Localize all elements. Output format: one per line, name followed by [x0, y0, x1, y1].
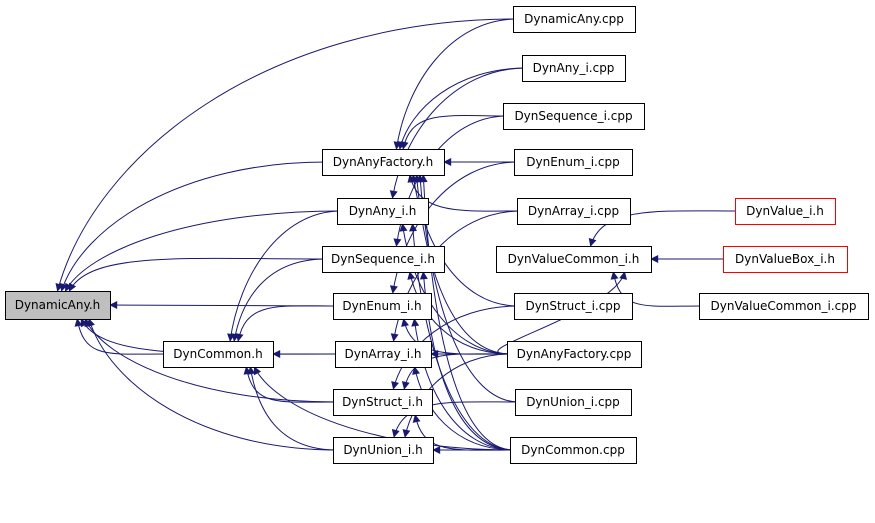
node-dvch[interactable]: DynValueCommon_i.h	[496, 246, 652, 273]
edge-dai-to-dah	[389, 67, 527, 199]
node-label: DynAny_i.h	[349, 204, 417, 218]
edge-dccpp-to-dch	[253, 366, 515, 451]
node-dsicpp[interactable]: DynSequence_i.cpp	[503, 103, 645, 130]
edge-dafcpp-to-dvch	[497, 271, 627, 355]
edge-dafcpp-to-duh	[402, 353, 512, 438]
node-daricpp[interactable]: DynArray_i.cpp	[517, 198, 631, 225]
edge-dsh-to-root	[68, 257, 327, 292]
node-box	[337, 198, 429, 225]
edge-dsth-to-dch	[243, 366, 338, 403]
node-label: DynEnum_i.cpp	[526, 155, 619, 169]
edge-dsth-to-root	[84, 318, 338, 403]
node-box	[514, 149, 633, 176]
node-label: DynUnion_i.cpp	[526, 395, 620, 409]
node-label: DynSequence_i.h	[331, 252, 435, 266]
node-box	[322, 149, 445, 176]
node-label: DynValueCommon_i.cpp	[711, 299, 857, 313]
node-duh[interactable]: DynUnion_i.h	[333, 437, 434, 464]
edge-dsicpp-to-daf	[400, 115, 508, 150]
node-label: DynValue_i.h	[746, 204, 824, 218]
edge-daf-to-root	[59, 161, 327, 292]
node-dvccpp[interactable]: DynValueCommon_i.cpp	[699, 293, 869, 320]
node-label: DynAny_i.cpp	[533, 61, 615, 75]
node-box	[510, 437, 637, 464]
edges-layer	[55, 18, 740, 454]
node-deicpp[interactable]: DynEnum_i.cpp	[514, 149, 633, 176]
edge-dccpp-to-daf	[419, 174, 515, 451]
node-dsh[interactable]: DynSequence_i.h	[322, 246, 445, 273]
node-dch[interactable]: DynCommon.h	[163, 341, 274, 368]
edge-dah-to-root	[64, 210, 342, 292]
node-box	[335, 341, 432, 368]
edge-duh-to-root	[87, 318, 338, 451]
node-label: DynValueBox_i.h	[735, 252, 835, 266]
edge-duicpp-to-daf	[416, 174, 520, 403]
node-box	[522, 55, 626, 82]
edge-dccpp-to-darh	[412, 366, 515, 451]
node-box	[723, 246, 848, 273]
node-dai[interactable]: DynAny_i.cpp	[522, 55, 626, 82]
node-label: DynamicAny.cpp	[524, 12, 624, 26]
edge-dafcpp-to-dah	[399, 223, 512, 355]
node-label: DynStruct_i.cpp	[525, 299, 620, 313]
node-box	[5, 291, 111, 320]
edge-duicpp-to-duh	[391, 401, 520, 438]
node-dccpp[interactable]: DynCommon.cpp	[510, 437, 637, 464]
node-box	[514, 293, 633, 320]
node-dsticpp[interactable]: DynStruct_i.cpp	[514, 293, 633, 320]
nodes-layer: DynamicAny.h DynamicAny.cppDynAny_i.cppDy…	[5, 6, 869, 464]
node-dsth[interactable]: DynStruct_i.h	[333, 389, 433, 416]
edge-dsh-to-dch	[231, 258, 327, 342]
node-label: DynAnyFactory.cpp	[517, 347, 632, 361]
node-label: DynArray_i.h	[344, 347, 421, 361]
node-box	[735, 198, 836, 225]
edge-dsticpp-to-daf	[410, 174, 519, 307]
node-label: DynStruct_i.h	[342, 395, 423, 409]
node-dafcpp[interactable]: DynAnyFactory.cpp	[507, 341, 642, 368]
node-box	[507, 341, 642, 368]
node-box	[163, 341, 274, 368]
node-deh[interactable]: DynEnum_i.h	[333, 293, 432, 320]
edge-dac-to-root	[55, 18, 518, 292]
node-box	[322, 246, 445, 273]
node-label: DynCommon.cpp	[521, 443, 625, 457]
edge-dac-to-daf	[393, 18, 518, 150]
node-box	[333, 293, 432, 320]
node-dac[interactable]: DynamicAny.cpp	[513, 6, 636, 33]
node-box	[699, 293, 869, 320]
node-daf[interactable]: DynAnyFactory.h	[322, 149, 445, 176]
node-dvh[interactable]: DynValue_i.h	[735, 198, 836, 225]
node-label: DynSequence_i.cpp	[514, 109, 632, 123]
node-label: DynValueCommon_i.h	[508, 252, 640, 266]
node-label: DynCommon.h	[173, 347, 262, 361]
edge-dsticpp-to-dsth	[391, 305, 519, 390]
node-label: DynamicAny.h	[15, 298, 101, 312]
edge-dafcpp-to-dsth	[401, 353, 512, 390]
edge-dvh-to-dvch	[588, 210, 740, 247]
node-box	[513, 6, 636, 33]
node-box	[496, 246, 652, 273]
edge-dafcpp-to-dsh	[407, 271, 512, 355]
edge-duh-to-dch	[247, 366, 338, 451]
node-label: DynArray_i.cpp	[528, 204, 619, 218]
node-label: DynEnum_i.h	[342, 299, 421, 313]
edge-dah-to-dch	[227, 210, 342, 342]
node-box	[515, 389, 632, 416]
node-box	[517, 198, 631, 225]
node-darh[interactable]: DynArray_i.h	[335, 341, 432, 368]
node-dah[interactable]: DynAny_i.h	[337, 198, 429, 225]
node-root[interactable]: DynamicAny.h	[5, 291, 111, 320]
node-box	[333, 389, 433, 416]
node-dvbh[interactable]: DynValueBox_i.h	[723, 246, 848, 273]
node-duicpp[interactable]: DynUnion_i.cpp	[515, 389, 632, 416]
node-box	[503, 103, 645, 130]
edge-deh-to-dch	[235, 305, 338, 342]
node-label: DynUnion_i.h	[343, 443, 422, 457]
node-label: DynAnyFactory.h	[333, 155, 433, 169]
edge-dch-to-root	[74, 318, 168, 355]
edge-dvccpp-to-dvch	[610, 271, 704, 307]
edge-dccpp-to-deh	[411, 318, 515, 451]
node-box	[333, 437, 434, 464]
